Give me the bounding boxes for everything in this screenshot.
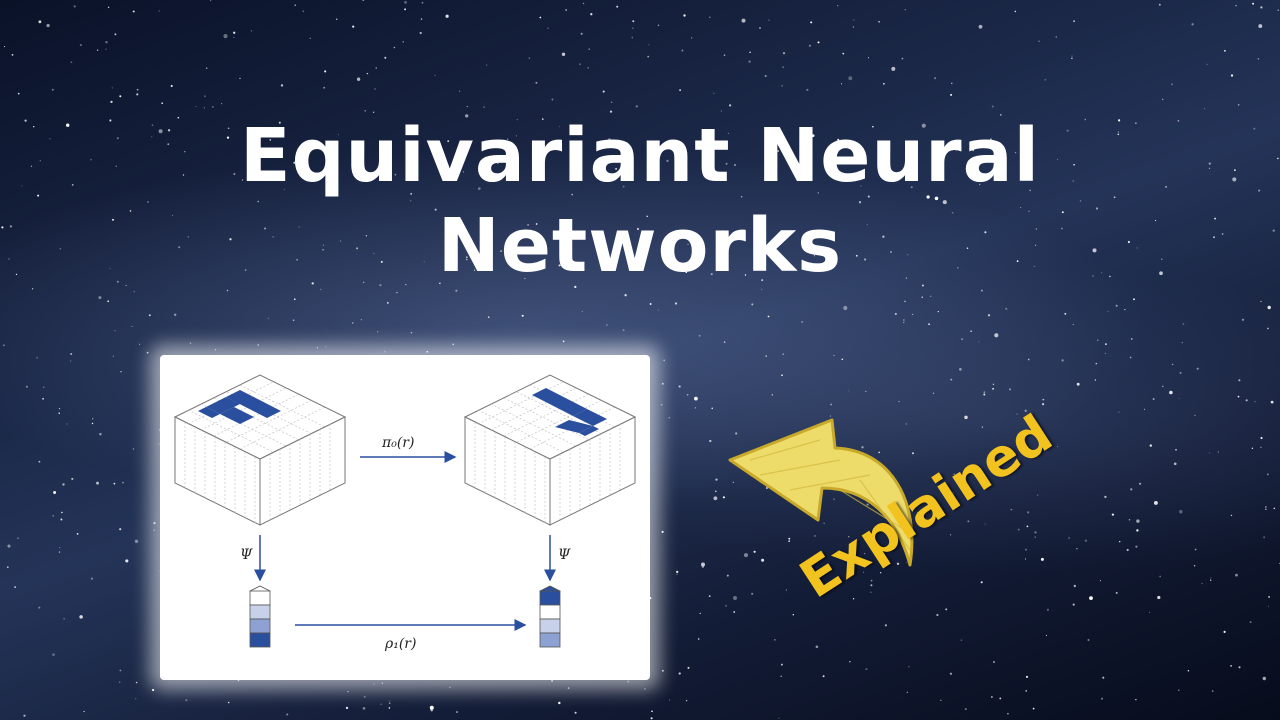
title-line-2: Networks — [437, 203, 843, 289]
left-psi-label: Ψ — [240, 547, 253, 563]
right-psi-label: Ψ — [558, 547, 571, 563]
equivariance-diagram: π₀(r) Ψ Ψ ρ₁(r) — [160, 355, 650, 680]
title-line-1: Equivariant Neural — [240, 113, 1040, 199]
bottom-arrow-label: ρ₁(r) — [384, 636, 416, 652]
top-arrow-label: π₀(r) — [381, 435, 414, 451]
curved-back-arrow-icon — [720, 380, 940, 584]
output-feature-block — [463, 374, 637, 526]
output-vector-stack — [539, 585, 561, 648]
input-vector-stack — [249, 585, 271, 648]
input-feature-block — [173, 374, 347, 526]
